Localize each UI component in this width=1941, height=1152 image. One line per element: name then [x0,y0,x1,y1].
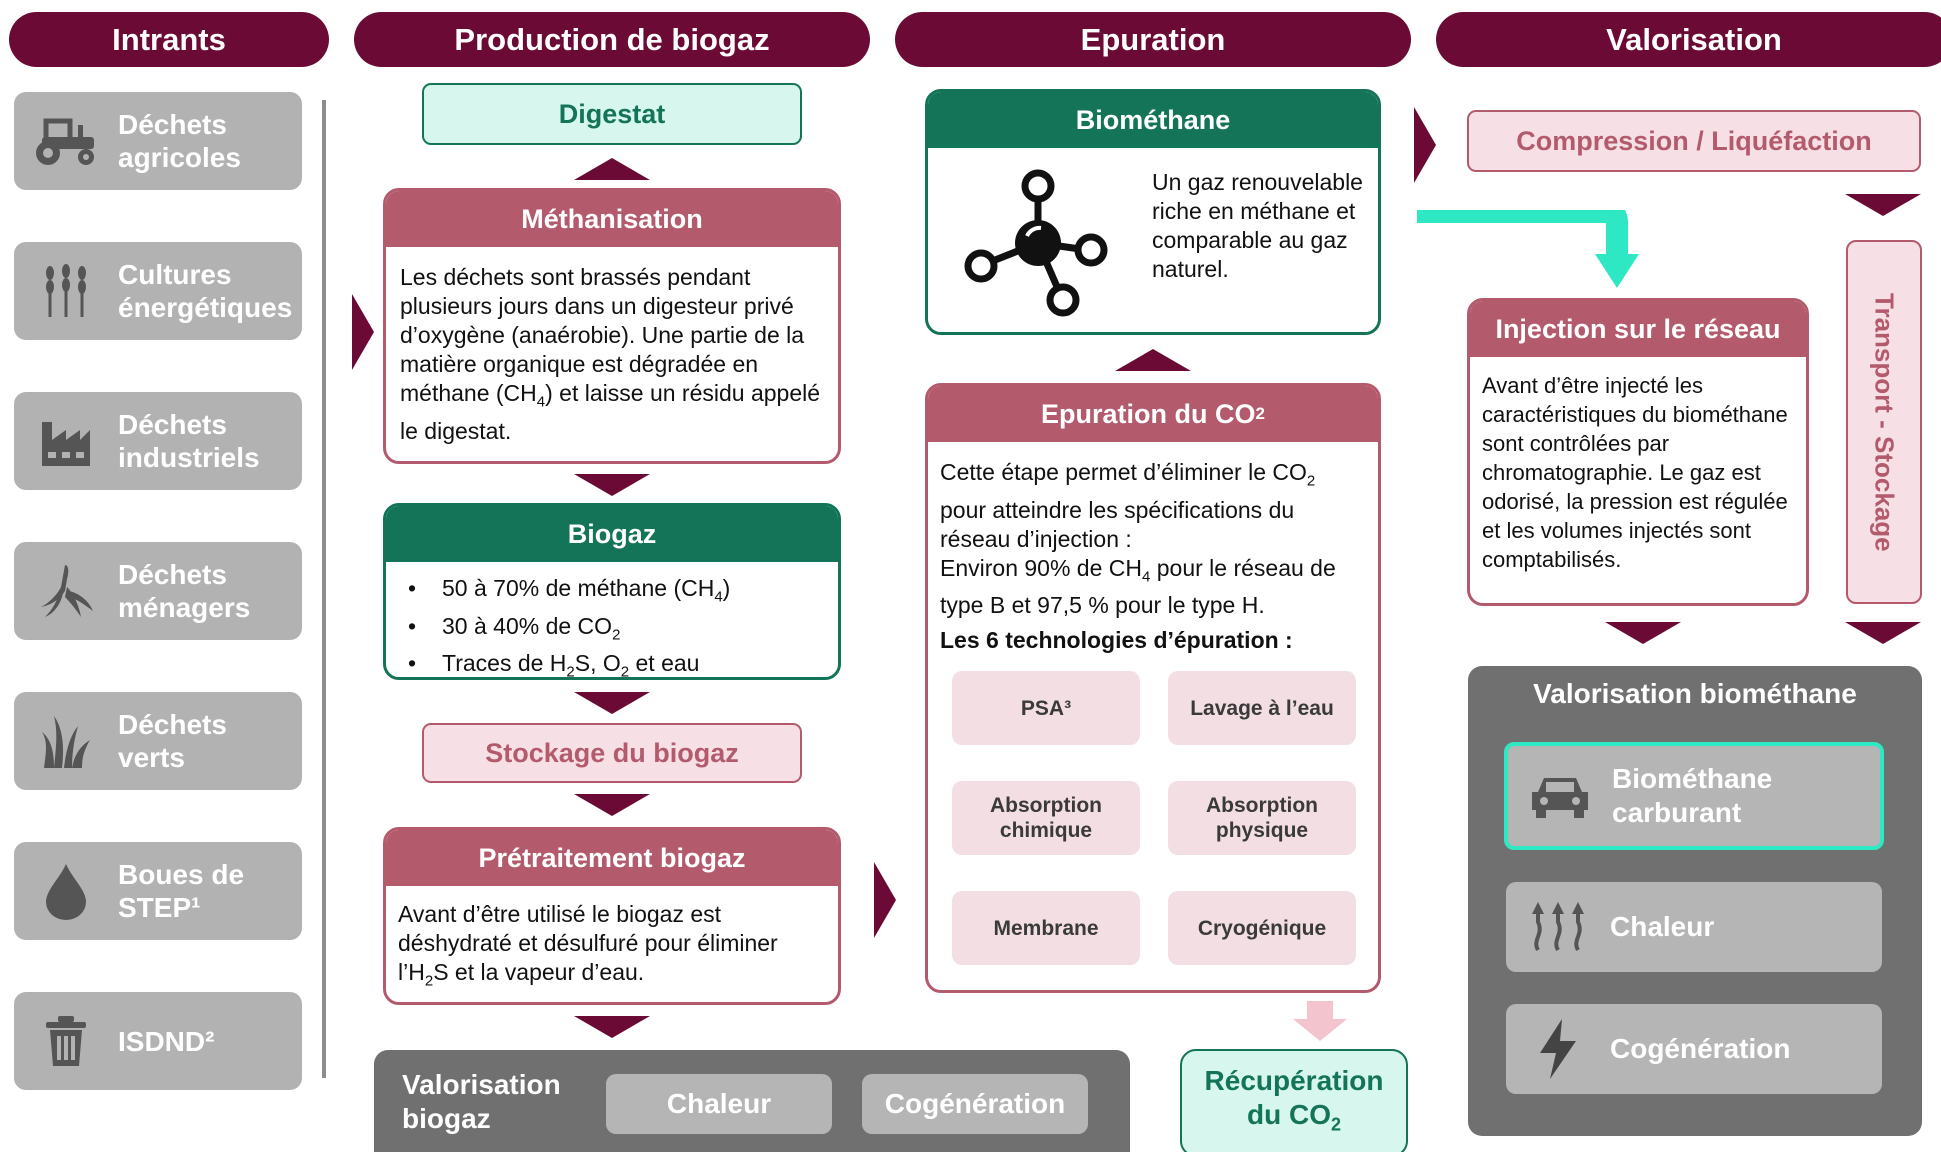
valorisation-biomethane-title: Valorisation biométhane [1533,678,1857,709]
car-icon [1508,772,1612,820]
flow-arrow-down [1605,622,1681,644]
compression-liquefaction-box: Compression / Liquéfaction [1467,110,1921,172]
chaleur-button: Chaleur [606,1074,832,1134]
option-label: Chaleur [1610,911,1715,942]
flow-arrow-right [1414,107,1436,183]
input-label: Cultures énergétiques [118,259,293,323]
list-item: 30 à 40% de CO2 [400,612,824,650]
teal-elbow-arrow-icon [1417,201,1647,295]
transport-stockage-box: Transport - Stockage [1846,240,1922,604]
trash-bin-icon [14,1014,118,1068]
flow-arrow-down [574,692,650,714]
epuration-co2-paragraph: Environ 90% de CH4 pour le réseau de typ… [940,554,1336,619]
tech-cryogenique: Cryogénique [1168,891,1356,965]
cogeneration-option: Cogénération [1506,1004,1882,1094]
input-dechets-agricoles: Déchets agricoles [14,92,302,190]
pretraitement-title: Prétraitement biogaz [386,830,838,886]
light-down-arrow-icon [1293,1001,1347,1046]
epuration-co2-paragraph: Cette étape permet d’éliminer le CO2 pou… [940,459,1316,552]
option-label: Cogénération [1610,1033,1791,1064]
biogaz-title: Biogaz [386,506,838,562]
flow-arrow-up [1115,349,1191,371]
tech-lavage-eau: Lavage à l’eau [1168,671,1356,745]
biogaz-composition-list: 50 à 70% de méthane (CH4) 30 à 40% de CO… [386,562,838,677]
wheat-icon [14,263,118,319]
recuperation-co2-box: Récupération du CO2 [1180,1049,1408,1152]
input-label: Déchets industriels [118,409,260,473]
input-cultures-energetiques: Cultures énergétiques [14,242,302,340]
flow-arrow-up [574,158,650,180]
injection-title: Injection sur le réseau [1470,301,1806,357]
methanisation-title: Méthanisation [386,191,838,247]
input-label: ISDND² [118,1025,215,1057]
header-epuration: Epuration [895,12,1411,67]
stockage-biogaz-box: Stockage du biogaz [422,723,802,783]
biomethane-card: Biométhane Un gaz renouvelable riche en … [925,89,1381,335]
flow-arrow-down [574,474,650,496]
methanisation-card: Méthanisation Les déchets sont brassés p… [383,188,841,464]
header-intrants: Intrants [9,12,329,67]
flow-arrow-down [574,794,650,816]
cogeneration-button: Cogénération [862,1074,1088,1134]
flow-arrow-down [1845,194,1921,216]
input-dechets-industriels: Déchets industriels [14,392,302,490]
biomethane-text: Un gaz renouvelable riche en méthane et … [1152,169,1363,282]
intrants-separator [322,100,326,1078]
biomethane-title: Biométhane [928,92,1378,148]
factory-icon [14,414,118,468]
header-valorisation: Valorisation [1436,12,1941,67]
flow-arrow-down [574,1016,650,1038]
list-item: Traces de H2S, O2 et eau [400,649,824,677]
lightning-icon [1506,1019,1610,1079]
input-isdnd: ISDND² [14,992,302,1090]
option-label: Biométhane carburant [1612,763,1773,828]
grass-icon [14,712,118,770]
biomethane-carburant-option: Biométhane carburant [1504,742,1884,850]
flow-arrow-right [352,294,374,370]
tech-absorption-chimique: Absorption chimique [952,781,1140,855]
header-production: Production de biogaz [354,12,870,67]
input-label: Déchets ménagers [118,559,251,623]
injection-reseau-card: Injection sur le réseau Avant d’être inj… [1467,298,1809,606]
list-item: 50 à 70% de méthane (CH4) [400,574,824,612]
technologies-heading: Les 6 technologies d’épuration : [940,627,1293,654]
flow-arrow-right [874,862,896,938]
methanisation-text: Les déchets sont brassés pendant plusieu… [400,264,821,444]
flow-arrow-down [1845,622,1921,644]
heat-icon [1506,900,1610,954]
input-label: Déchets verts [118,709,227,773]
drop-icon [14,862,118,920]
tech-membrane: Membrane [952,891,1140,965]
input-label: Boues de STEP¹ [118,859,245,923]
tech-absorption-physique: Absorption physique [1168,781,1356,855]
input-dechets-menagers: Déchets ménagers [14,542,302,640]
valorisation-biogaz-title: Valorisation biogaz [402,1069,561,1134]
valorisation-biomethane-panel: Valorisation biométhane Biométhane carbu… [1468,666,1922,1136]
banana-peel-icon [14,561,118,621]
biogaz-card: Biogaz 50 à 70% de méthane (CH4) 30 à 40… [383,503,841,680]
tech-psa: PSA³ [952,671,1140,745]
tractor-icon [14,115,118,167]
input-boues-step: Boues de STEP¹ [14,842,302,940]
pretraitement-text: Avant d’être utilisé le biogaz est déshy… [398,901,778,990]
chaleur-option: Chaleur [1506,882,1882,972]
digestat-box: Digestat [422,83,802,145]
epuration-co2-text: Cette étape permet d’éliminer le CO2 pou… [928,442,1378,667]
input-label: Déchets agricoles [118,109,241,173]
molecule-icon [963,168,1113,323]
input-dechets-verts: Déchets verts [14,692,302,790]
injection-text: Avant d’être injecté les caractéristique… [1482,373,1788,572]
valorisation-biogaz-panel: Valorisation biogaz Chaleur Cogénération [374,1050,1130,1152]
pretraitement-card: Prétraitement biogaz Avant d’être utilis… [383,827,841,1005]
